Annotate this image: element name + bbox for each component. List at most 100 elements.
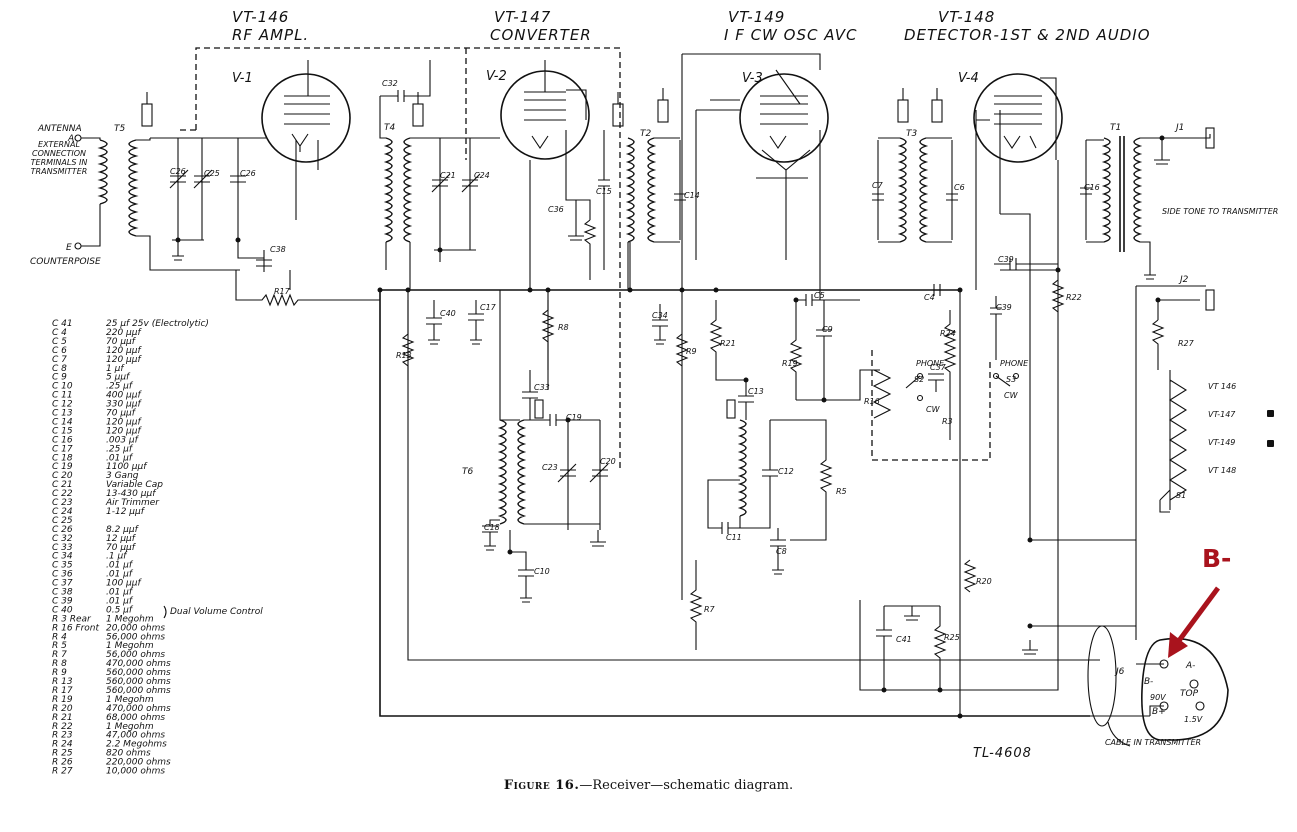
- parts-list-ref: C 33: [52, 543, 73, 553]
- drawing-number: TL-4608: [973, 746, 1032, 761]
- parts-list-value: 120 μμf: [106, 426, 142, 436]
- parts-list-ref: C 23: [52, 498, 73, 508]
- dual-volume-brace: [163, 605, 167, 619]
- tube-1-function: RF AMPL.: [232, 26, 309, 44]
- r24-label: R24: [940, 329, 956, 338]
- r7-label: R7: [704, 605, 716, 614]
- c39-r22-section: C39 R22 C39: [990, 255, 1082, 360]
- parts-list-value: 8.2 μμf: [106, 525, 140, 535]
- t5-label: T5: [114, 124, 125, 134]
- parts-list-ref: C 32: [52, 534, 73, 544]
- filament-vt148: VT 148: [1208, 466, 1236, 475]
- tube-v1-ref: V-1: [232, 71, 253, 86]
- j2-label: J2: [1178, 275, 1189, 285]
- j6-label: J6: [1114, 667, 1125, 677]
- t1-label: T1: [1110, 123, 1121, 133]
- switch-section: PHONE S2 CW PHONE S3 CW R16 R24 R3 C37 C…: [864, 284, 1029, 461]
- parts-list-ref: C 25: [52, 516, 73, 526]
- c6-label: C6: [954, 183, 965, 192]
- parts-list-ref: R 9: [52, 668, 67, 678]
- parts-list-ref: C 11: [52, 391, 73, 401]
- plug-a-minus: A-: [1185, 661, 1195, 671]
- parts-list-ref: R 19: [52, 695, 73, 705]
- j1-label: J1: [1174, 123, 1184, 133]
- figure-caption: Figure 16.—Receiver—schematic diagram.: [0, 778, 1297, 793]
- c25-label: C25: [204, 169, 220, 178]
- parts-list-ref: C 9: [52, 373, 67, 383]
- c38-label: C38: [270, 245, 286, 254]
- plug-90v: 90V: [1150, 693, 1166, 702]
- parts-list-value: 70 μμf: [106, 543, 137, 553]
- dual-volume-note: Dual Volume Control: [170, 607, 263, 617]
- tube-v3: V-3: [739, 69, 829, 163]
- tube-4-function: DETECTOR-1ST & 2ND AUDIO: [904, 26, 1151, 44]
- v2-osc-section: C36 C15: [548, 92, 624, 280]
- c26-label: C26: [170, 167, 186, 176]
- r27-label: R27: [1178, 339, 1195, 348]
- parts-list-ref: C 6: [52, 346, 67, 356]
- parts-list-value: 100 μμf: [106, 579, 142, 589]
- parts-list-value: 10,000 ohms: [106, 767, 165, 777]
- figure-number: Figure 16.: [503, 778, 580, 793]
- parts-list-value: 56,000 ohms: [106, 632, 165, 642]
- plug-top: TOP: [1180, 689, 1199, 699]
- tube-3-function: I F CW OSC AVC: [724, 26, 857, 44]
- cable-ellipse: [1087, 625, 1117, 727]
- parts-list-ref: R 5: [52, 641, 67, 651]
- parts-list-value: Air Trimmer: [105, 498, 160, 508]
- parts-list-value: 2.2 Megohms: [106, 740, 167, 750]
- cw-s2-label: CW: [926, 405, 941, 414]
- parts-list-value: 12 μμf: [106, 534, 137, 544]
- c13-label: C13: [748, 387, 764, 396]
- c11-label: C11: [726, 533, 742, 542]
- parts-list-ref: R 8: [52, 659, 67, 669]
- r8-label: R8: [558, 323, 569, 332]
- parts-list-value: 120 μμf: [106, 346, 142, 356]
- plug-b-plus: B+: [1152, 707, 1166, 717]
- parts-list-ref: C 12: [52, 400, 73, 410]
- parts-list-ref: C 38: [52, 588, 73, 598]
- parts-list-value: 220,000 ohms: [106, 758, 171, 768]
- tube-v2-ref: V-2: [486, 69, 507, 84]
- parts-list-ref: C 8: [52, 364, 67, 374]
- parts-list-ref: C 37: [52, 579, 73, 589]
- r17-label: R17: [274, 287, 291, 296]
- c32-label: C32: [382, 79, 398, 88]
- parts-list-value: 68,000 ohms: [106, 713, 165, 723]
- r20-label: R20: [976, 577, 992, 586]
- c5-label: C5: [814, 291, 825, 300]
- parts-list-value: 70 μμf: [106, 409, 137, 419]
- parts-list-value: 330 μμf: [106, 400, 142, 410]
- parts-list-ref: R 13: [52, 677, 73, 687]
- margin-mark: [1267, 440, 1274, 447]
- c17-label: C17: [480, 303, 497, 312]
- parts-list-value: .003 μf: [106, 435, 140, 445]
- junction-dots: [175, 135, 1165, 719]
- phone-s3-label: PHONE: [1000, 359, 1029, 368]
- parts-list-value: 1 Megohm: [106, 614, 154, 624]
- parts-list-value: .01 μf: [106, 570, 134, 580]
- j6-plug: J6 B- A- TOP 90V B+ 1.5V CABLE IN TRANSM…: [1087, 625, 1229, 747]
- parts-list-ref: C 10: [52, 382, 73, 392]
- cable-note: CABLE IN TRANSMITTER: [1105, 738, 1201, 747]
- parts-list-ref: C 5: [52, 337, 67, 347]
- tube-3-type: VT-149: [728, 8, 785, 26]
- parts-list-ref: R 26: [52, 758, 73, 768]
- b-minus-annotation-label: B-: [1202, 544, 1232, 573]
- r21-label: R21: [720, 339, 736, 348]
- parts-list-ref: C 13: [52, 409, 73, 419]
- c23-label: C23: [542, 463, 558, 472]
- parts-list-ref: C 4: [52, 328, 67, 338]
- parts-list-value: 400 μμf: [106, 391, 142, 401]
- plug-b-minus: B-: [1144, 677, 1153, 687]
- tube-v3-ref: V-3: [742, 71, 763, 86]
- parts-list-value: 56,000 ohms: [106, 650, 165, 660]
- parts-list-ref: C 35: [52, 561, 73, 571]
- r16-label: R16: [864, 397, 880, 406]
- r25-label: R25: [944, 633, 960, 642]
- parts-list-ref: C 17: [52, 444, 73, 454]
- parts-list-ref: C 15: [52, 426, 73, 436]
- parts-list-value: 20,000 ohms: [106, 623, 165, 633]
